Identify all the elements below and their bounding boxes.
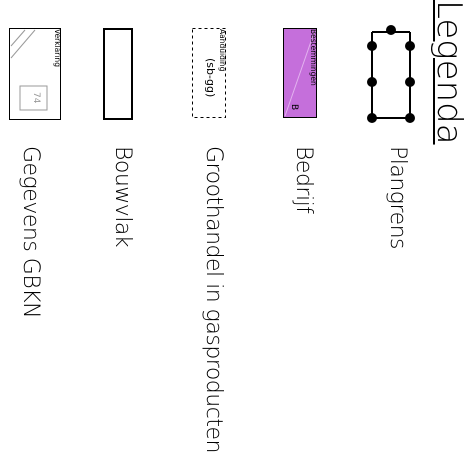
symbol-code-b: B <box>289 104 299 111</box>
symbol-title-verklaring: Verklaring <box>53 29 62 67</box>
legend-title: Legenda <box>429 0 469 145</box>
symbol-title-aanduiding: Aanduiding <box>218 29 227 72</box>
business-zone-icon: Bestemmingen B <box>283 28 318 118</box>
designation-icon: Aanduiding (sb-gg) <box>192 28 227 118</box>
legend-item-label-bouwvlak: Bouwvlak <box>110 146 135 248</box>
legend-item-label-gbkn: Gegevens GBKN <box>18 146 43 319</box>
legend-item-label-groothandel: Groothandel in gasproducten <box>201 146 226 453</box>
symbol-code-74: 74 <box>31 92 41 104</box>
gbkn-data-icon: Verklaring 74 <box>9 28 62 120</box>
legend-item-label-bedrijf: Bedrijf <box>291 146 316 214</box>
plan-boundary-icon <box>367 25 415 123</box>
symbol-code-sb-gg: (sb-gg) <box>204 58 217 98</box>
building-plane-icon <box>103 28 133 120</box>
legend-item-label-plangrens: Plangrens <box>385 146 410 250</box>
symbol-title-bestemmingen: Bestemmingen <box>309 29 318 86</box>
